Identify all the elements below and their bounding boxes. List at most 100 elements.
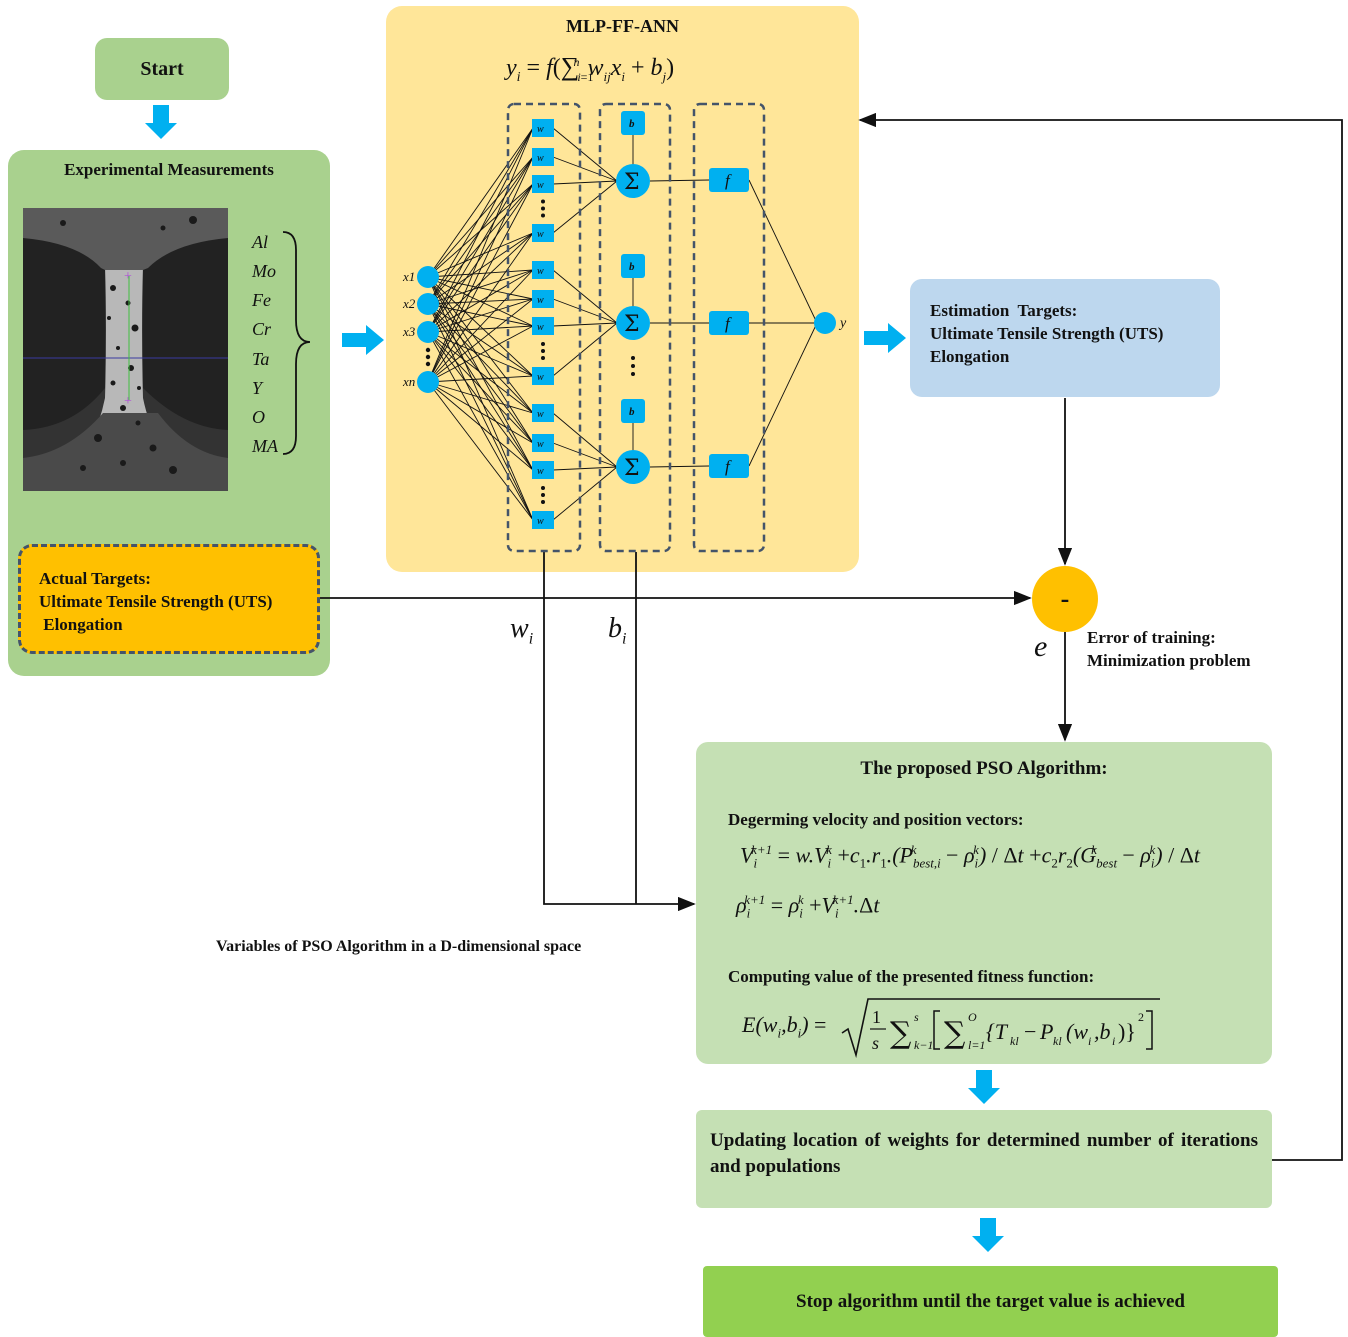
actual-targets-uts: Ultimate Tensile Strength (UTS)	[39, 592, 273, 611]
activation-node	[709, 454, 749, 478]
bias-node	[621, 111, 645, 135]
weight-sum-edge	[552, 412, 618, 468]
input-weight-edge	[427, 156, 534, 333]
svg-text:+: +	[124, 394, 132, 409]
svg-text:∑: ∑	[944, 1016, 966, 1051]
svg-text:s: s	[914, 1010, 919, 1024]
ellipsis-dot	[541, 349, 545, 353]
subtraction-node: -	[1032, 566, 1098, 632]
pso-title: The proposed PSO Algorithm:	[860, 758, 1108, 779]
input-label: x2	[402, 296, 416, 311]
svg-text:∑: ∑	[890, 1016, 912, 1051]
sum-node	[616, 164, 650, 198]
input-weight-edge	[427, 381, 534, 414]
input-weight-edge	[427, 276, 534, 444]
ellipsis-dot	[541, 500, 545, 504]
weight-label: w	[537, 124, 544, 135]
weight-node	[532, 461, 554, 479]
start-node: Start	[95, 38, 229, 100]
input-weight-edge	[427, 381, 534, 444]
sum-symbol: Σ	[624, 170, 640, 195]
svg-text:−: −	[1024, 1019, 1036, 1044]
input-label: xn	[402, 374, 415, 389]
weights-frame	[506, 102, 582, 553]
weight-label: w	[537, 266, 544, 277]
svg-text:{T: {T	[986, 1019, 1009, 1044]
feedback-loop-line	[858, 112, 1343, 1161]
input-label: x1	[402, 269, 415, 284]
input-weight-edge	[427, 331, 534, 444]
estimation-uts: Ultimate Tensile Strength (UTS)	[930, 324, 1164, 343]
specimen-image: + +	[23, 208, 228, 491]
weight-label: w	[537, 372, 544, 383]
input-weight-edge	[427, 127, 534, 278]
activation-label: f	[725, 314, 732, 333]
bias-sum-frame	[598, 102, 672, 553]
experimental-measurements-panel: Experimental Measurements + + Actual Tar…	[8, 150, 330, 676]
error-label-line2: Minimization problem	[1087, 651, 1251, 670]
input-weight-edge	[427, 156, 534, 278]
weight-label: w	[537, 439, 544, 450]
weight-sum-edge	[552, 466, 618, 521]
input-weight-edge	[427, 325, 534, 333]
weight-sum-edge	[552, 442, 618, 468]
mlp-title: MLP-FF-ANN	[566, 16, 679, 36]
actual-targets-box: Actual Targets: Ultimate Tensile Strengt…	[18, 544, 320, 654]
input-weight-edge	[427, 381, 534, 521]
ellipsis-dot	[631, 364, 635, 368]
error-symbol: e	[1034, 630, 1048, 663]
sum-symbol: Σ	[624, 456, 640, 481]
weight-node	[532, 511, 554, 529]
error-label-line1: Error of training:	[1087, 628, 1216, 647]
input-weight-edge	[427, 269, 534, 383]
weight-node	[532, 367, 554, 385]
update-down-arrow	[972, 1218, 1004, 1252]
input-node	[417, 293, 439, 315]
weight-sum-edge	[552, 180, 618, 234]
bias-node	[621, 254, 645, 278]
input-node	[417, 266, 439, 288]
pso-algorithm-box: The proposed PSO Algorithm: Degerming ve…	[696, 742, 1272, 1064]
weight-sum-edge	[552, 298, 618, 324]
ellipsis-dot	[541, 486, 545, 490]
weight-sum-edge	[552, 322, 618, 327]
bias-label: b	[629, 261, 635, 273]
input-weight-edge	[427, 127, 534, 333]
svg-text:kl: kl	[1053, 1034, 1062, 1048]
activation-output-edge	[748, 322, 818, 467]
element-label: Fe	[252, 290, 271, 310]
pso-velocity-equation: Vik+1 = w.Vik +c1.r1.(Pbest,ik − ρik) / …	[740, 842, 1200, 871]
actual-targets-elongation: Elongation	[39, 615, 123, 634]
element-label: Y	[252, 378, 263, 398]
start-down-arrow	[145, 105, 177, 139]
input-node	[417, 371, 439, 393]
svg-text:l=1: l=1	[968, 1038, 985, 1052]
activation-node	[709, 168, 749, 192]
weight-node	[532, 290, 554, 308]
element-label: Cr	[252, 319, 272, 339]
input-weight-edge	[427, 183, 534, 383]
svg-text:s: s	[872, 1033, 879, 1053]
weight-node	[532, 175, 554, 193]
svg-text:i: i	[1112, 1034, 1115, 1048]
input-weight-edge	[427, 325, 534, 383]
weight-node	[532, 119, 554, 137]
sum-node	[616, 450, 650, 484]
weight-node	[532, 434, 554, 452]
ellipsis-dot	[541, 206, 545, 211]
element-label: MA	[252, 436, 278, 456]
activation-frame	[692, 102, 766, 553]
weight-sum-edge	[552, 180, 618, 185]
svg-text:1: 1	[872, 1007, 881, 1027]
input-weight-edge	[427, 298, 534, 333]
input-weight-edge	[427, 331, 534, 471]
svg-text:(w: (w	[1066, 1019, 1088, 1044]
estimation-elongation: Elongation	[930, 347, 1010, 366]
weight-node	[532, 224, 554, 242]
weight-label: w	[537, 153, 544, 164]
activation-output-edge	[748, 179, 818, 324]
weight-label: w	[537, 295, 544, 306]
weight-sum-edge	[552, 127, 618, 182]
actual-targets-title: Actual Targets:	[39, 569, 151, 588]
